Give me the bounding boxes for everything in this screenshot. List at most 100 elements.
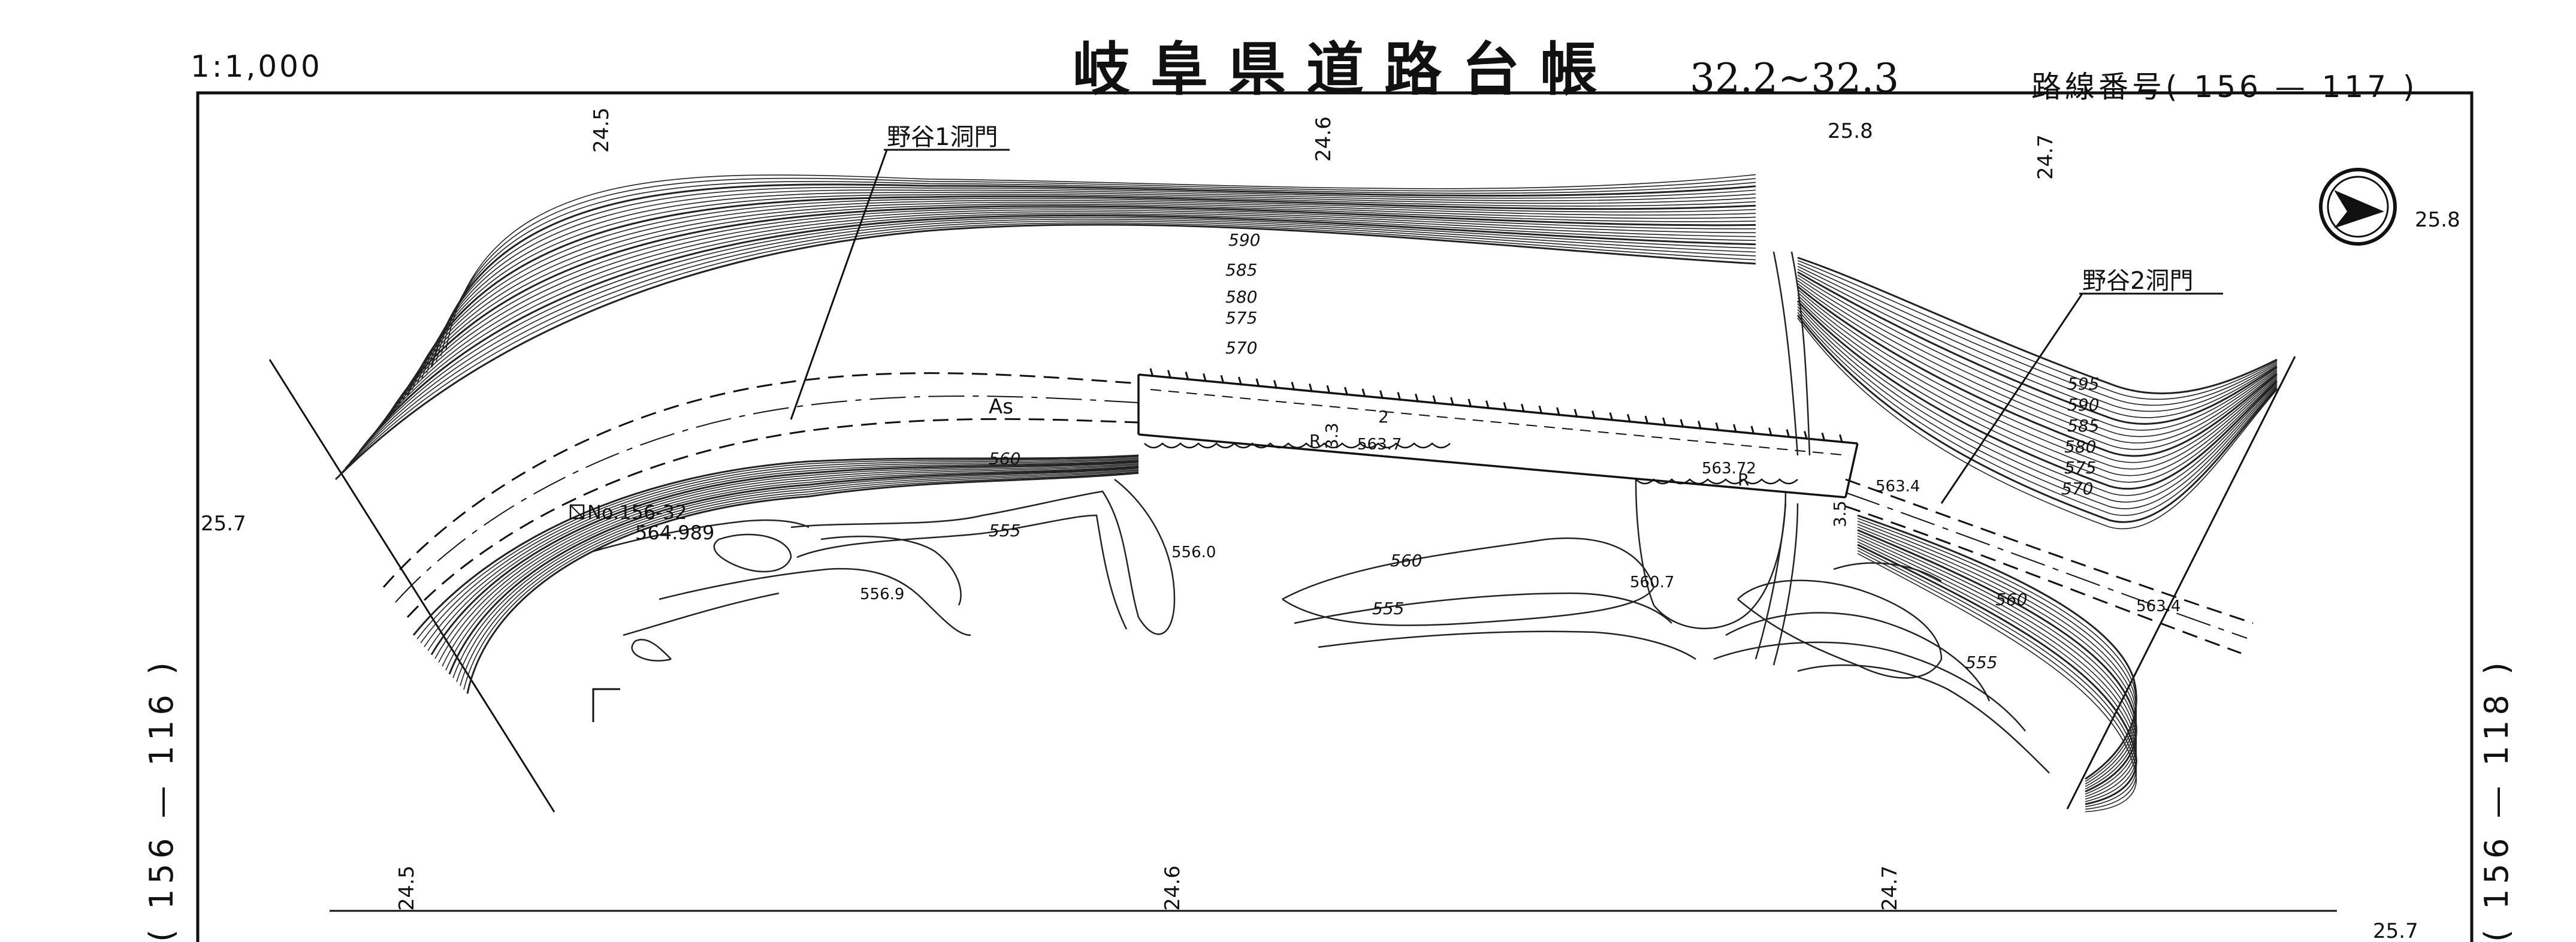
- small-label: 2: [1378, 407, 1389, 427]
- contour-line: [1857, 547, 2137, 807]
- contour-line: [1857, 523, 2137, 787]
- contour-line: [1797, 318, 2278, 529]
- contour-line: [1857, 535, 2137, 798]
- structure-labels: 野谷1洞門 野谷2洞門: [887, 123, 2193, 295]
- contour-line: [388, 203, 1756, 418]
- shed-tick: [1698, 421, 1702, 430]
- contour-line: [1797, 274, 2278, 431]
- contour-line: [1857, 514, 2137, 780]
- contour-line: [434, 461, 1139, 659]
- contour-line: [1857, 550, 2137, 810]
- shed-tick: [1467, 398, 1472, 408]
- contour-line: [382, 205, 1756, 424]
- shed-tick: [1273, 380, 1278, 390]
- contour-line: [1857, 526, 2137, 790]
- contour-label: 555: [989, 521, 1020, 541]
- contour-line: [1857, 518, 2137, 782]
- contour-lines-right: [1796, 256, 2278, 529]
- shed-tick: [1255, 378, 1260, 388]
- contour-line: [438, 463, 1139, 663]
- contour-line: [460, 470, 1139, 686]
- shed-tick: [1309, 383, 1313, 393]
- contour-label: 575: [1225, 308, 1257, 328]
- sheet-title: 岐阜県道路台帳: [1073, 36, 1618, 103]
- spot-elevations: 556.0 556.9 560.7 563.7 563.72 563.4 563…: [860, 436, 2181, 615]
- grid-label-top: 24.7: [2034, 134, 2058, 180]
- contour-label: 580: [2064, 437, 2096, 457]
- contour-line: [1796, 315, 2278, 523]
- contour-label: 595: [2067, 374, 2099, 394]
- contour-line: [1797, 271, 2278, 425]
- sheet-frame: [196, 91, 2474, 942]
- contour-line: [373, 209, 1756, 435]
- contour-label: 585: [1225, 260, 1257, 280]
- contour-line: [448, 466, 1139, 675]
- contour-line: [1797, 306, 2278, 503]
- shed-tick: [1786, 429, 1790, 439]
- north-arrow-icon: [2319, 168, 2397, 246]
- contour-line: [369, 211, 1756, 441]
- contour-line: [334, 224, 1756, 481]
- creek-lines: [1754, 251, 1811, 666]
- contour-label: 590: [2067, 395, 2099, 415]
- shed-tick: [1185, 372, 1189, 381]
- shed-tick: [1644, 415, 1649, 425]
- spot-elevation: 563.72: [1702, 460, 1756, 478]
- grid-label-top: 24.6: [1312, 116, 1336, 162]
- lower-terrain: [790, 479, 2050, 774]
- spot-elevation: 563.4: [2136, 597, 2181, 615]
- rock-shed-ticks: [1149, 368, 1843, 443]
- contour-line: [463, 471, 1139, 690]
- benchmark-id: No.156-32: [587, 501, 687, 524]
- contour-line: [397, 200, 1756, 407]
- shed-tick: [1238, 376, 1242, 386]
- contour-label: 590: [1228, 230, 1260, 250]
- grid-label-top: 25.8: [1828, 119, 1873, 143]
- shed-tick: [1680, 419, 1684, 428]
- contour-label: 560: [989, 449, 1020, 469]
- shed-tick: [1556, 407, 1560, 416]
- contour-line: [412, 194, 1756, 390]
- spot-elevation: 556.0: [1171, 544, 1216, 561]
- contour-line: [421, 189, 1756, 379]
- contour-line: [416, 192, 1756, 385]
- leader-lines: [790, 149, 2223, 504]
- contour-line: [445, 465, 1139, 671]
- grid-labels: 24.5 24.6 25.8 24.7 24.5 24.6 24.7 25.7 …: [201, 107, 2460, 942]
- contour-line: [378, 207, 1756, 430]
- contour-label: 575: [2064, 458, 2096, 478]
- contour-line: [412, 454, 1139, 636]
- contour-line: [466, 472, 1139, 694]
- contour-line: [1797, 285, 2278, 457]
- shed-tick: [1662, 417, 1666, 427]
- contour-line: [1857, 544, 2137, 805]
- contour-line: [406, 195, 1756, 396]
- shed-tick: [1627, 413, 1631, 423]
- shed-tick: [1397, 392, 1402, 401]
- shed-tick: [1750, 425, 1755, 435]
- contour-line: [392, 201, 1756, 413]
- shed-tick: [1220, 375, 1225, 384]
- contour-line: [452, 467, 1139, 678]
- shed-tick: [1167, 370, 1171, 379]
- contour-label: 555: [1372, 599, 1404, 618]
- left-lower-terrain: [593, 519, 971, 662]
- rock-shed-segment: [1137, 373, 1859, 499]
- shed-tick: [1344, 387, 1348, 396]
- contour-label: 560: [1390, 551, 1422, 570]
- contour-line: [1857, 541, 2137, 802]
- contour-lines-lower: [412, 454, 2137, 813]
- contour-line: [1797, 268, 2278, 418]
- contour-line: [426, 186, 1756, 373]
- shed-tick: [1503, 402, 1508, 411]
- contour-line: [358, 214, 1756, 452]
- contour-line: [1796, 300, 2278, 490]
- shed-tick: [1609, 412, 1614, 421]
- grid-label-bottom: 24.7: [1878, 865, 1902, 911]
- structure-label-noya1: 野谷1洞門: [887, 123, 998, 151]
- grid-label-side: 25.7: [201, 512, 246, 536]
- small-label: 3.5: [1830, 500, 1850, 527]
- contour-line: [1857, 552, 2137, 813]
